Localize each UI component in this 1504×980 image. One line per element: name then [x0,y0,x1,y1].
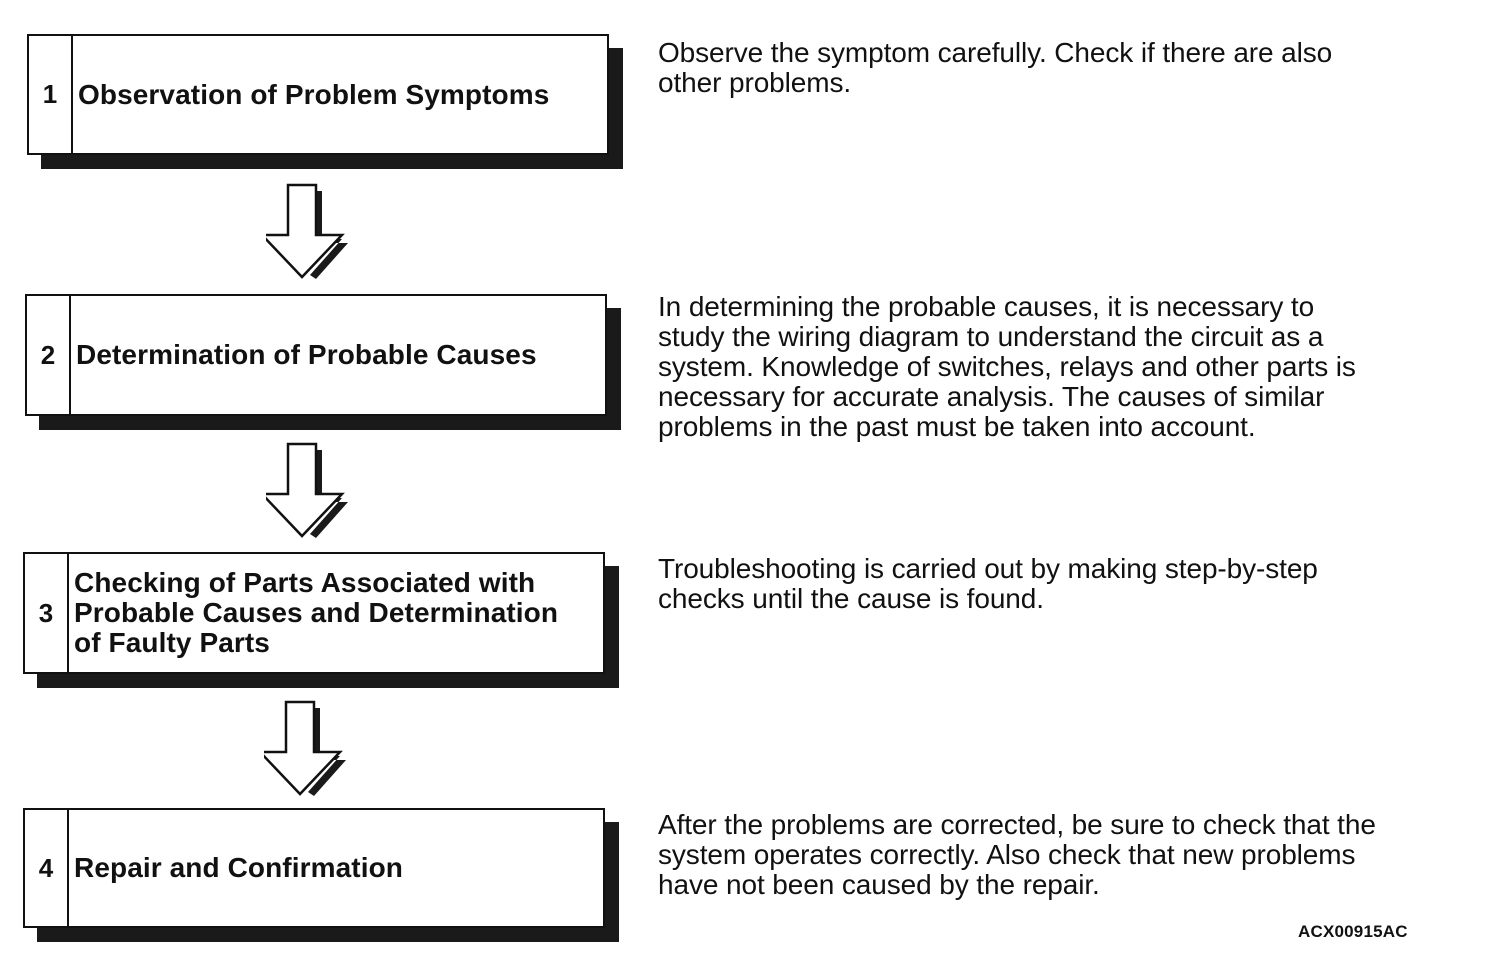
step-description: Observe the symptom carefully. Check if … [658,37,1333,98]
step-description: In determining the probable causes, it i… [658,291,1356,442]
down-arrow-icon [266,183,348,279]
step-title: Checking of Parts Associated with Probab… [74,567,559,658]
step-number: 2 [27,296,71,414]
step-box-4: 4 Repair and Confirmation [23,808,605,928]
step-number: 1 [29,36,73,153]
step-box-1: 1 Observation of Problem Symptoms [27,34,609,155]
step-title: Observation of Problem Symptoms [78,78,550,110]
step-box-3: 3 Checking of Parts Associated with Prob… [23,552,605,674]
step-title: Repair and Confirmation [74,852,403,883]
figure-code: ACX00915AC [1298,922,1408,941]
step-title: Determination of Probable Causes [76,339,537,370]
down-arrow-icon [266,442,348,538]
step-number: 4 [25,810,69,926]
step-description: After the problems are corrected, be sur… [658,809,1376,900]
down-arrow-icon [264,700,346,796]
step-number: 3 [25,554,69,672]
step-box-2: 2 Determination of Probable Causes [25,294,607,416]
step-description: Troubleshooting is carried out by making… [658,553,1318,614]
